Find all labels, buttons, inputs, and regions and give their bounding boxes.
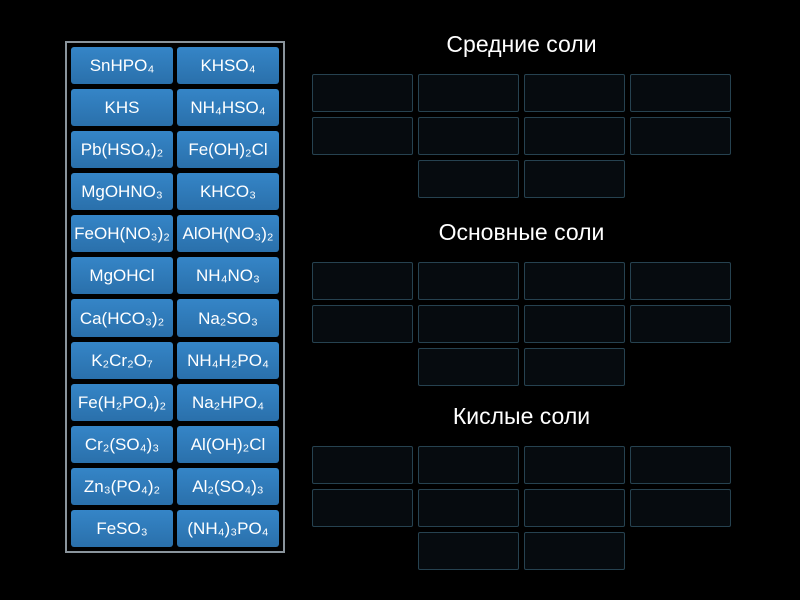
drop-slot[interactable] xyxy=(524,74,625,112)
drop-slot[interactable] xyxy=(312,446,413,484)
formula-tile[interactable]: KHSO₄ xyxy=(177,47,279,85)
group-section-basic-salts: Основные соли xyxy=(312,218,731,386)
formula-tile[interactable]: KHS xyxy=(71,89,173,127)
group-section-acid-salts: Кислые соли xyxy=(312,402,731,570)
formula-tile[interactable]: K₂Cr₂O₇ xyxy=(71,341,173,379)
formula-tile[interactable]: NH₄NO₃ xyxy=(177,257,279,295)
drop-slot[interactable] xyxy=(524,305,625,343)
drop-zone xyxy=(312,262,731,386)
drop-slot[interactable] xyxy=(630,446,731,484)
drop-slot[interactable] xyxy=(312,489,413,527)
formula-tile[interactable]: Fe(OH)₂Cl xyxy=(177,131,279,169)
formula-tile[interactable]: FeOH(NO₃)₂ xyxy=(71,215,173,253)
formula-tile[interactable]: Na₂HPO₄ xyxy=(177,383,279,421)
drop-slot[interactable] xyxy=(312,262,413,300)
drop-slot[interactable] xyxy=(418,117,519,155)
drop-slot[interactable] xyxy=(418,74,519,112)
formula-tile[interactable]: FeSO₃ xyxy=(71,509,173,547)
drop-slot[interactable] xyxy=(418,489,519,527)
drop-slot[interactable] xyxy=(524,117,625,155)
drop-slot[interactable] xyxy=(418,160,519,198)
drop-slot[interactable] xyxy=(312,74,413,112)
drop-slot[interactable] xyxy=(524,160,625,198)
drop-slot[interactable] xyxy=(524,446,625,484)
drop-zone xyxy=(312,74,731,198)
drop-slot[interactable] xyxy=(630,489,731,527)
formula-tile[interactable]: Al(OH)₂Cl xyxy=(177,425,279,463)
formula-tile[interactable]: Fe(H₂PO₄)₂ xyxy=(71,383,173,421)
formula-tile[interactable]: MgOHNO₃ xyxy=(71,173,173,211)
formula-tile[interactable]: NH₄HSO₄ xyxy=(177,89,279,127)
formula-tile[interactable]: Pb(HSO₄)₂ xyxy=(71,131,173,169)
drop-slot[interactable] xyxy=(418,262,519,300)
drop-zone xyxy=(312,446,731,570)
group-title: Основные соли xyxy=(438,219,605,245)
formula-tile[interactable]: NH₄H₂PO₄ xyxy=(177,341,279,379)
formula-tile[interactable]: Al₂(SO₄)₃ xyxy=(177,467,279,505)
drop-slot[interactable] xyxy=(524,489,625,527)
drop-slot[interactable] xyxy=(312,305,413,343)
formula-tile[interactable]: Cr₂(SO₄)₃ xyxy=(71,425,173,463)
formula-tile[interactable]: Zn₃(PO₄)₂ xyxy=(71,467,173,505)
formula-tile[interactable]: (NH₄)₃PO₄ xyxy=(177,509,279,547)
drop-slot[interactable] xyxy=(418,348,519,386)
drop-slot[interactable] xyxy=(630,305,731,343)
formula-tile[interactable]: KHCO₃ xyxy=(177,173,279,211)
drop-slot[interactable] xyxy=(418,446,519,484)
formula-tile[interactable]: Na₂SO₃ xyxy=(177,299,279,337)
drop-slot[interactable] xyxy=(630,117,731,155)
drop-slot[interactable] xyxy=(630,74,731,112)
drop-slot[interactable] xyxy=(630,262,731,300)
formula-tile[interactable]: SnHPO₄ xyxy=(71,47,173,85)
drop-slot[interactable] xyxy=(418,305,519,343)
drop-slot[interactable] xyxy=(524,262,625,300)
drop-slot[interactable] xyxy=(524,348,625,386)
group-title: Средние соли xyxy=(446,31,597,57)
formula-tile[interactable]: AlOH(NO₃)₂ xyxy=(177,215,279,253)
formula-tile[interactable]: Ca(HCO₃)₂ xyxy=(71,299,173,337)
formula-tile[interactable]: MgOHCl xyxy=(71,257,173,295)
drop-slot[interactable] xyxy=(312,117,413,155)
drop-slot[interactable] xyxy=(524,532,625,570)
tile-bank: SnHPO₄ KHSO₄ KHS NH₄HSO₄ Pb(HSO₄)₂ Fe(OH… xyxy=(65,41,285,553)
drop-slot[interactable] xyxy=(418,532,519,570)
group-title: Кислые соли xyxy=(452,403,591,429)
group-section-medium-salts: Средние соли xyxy=(312,30,731,198)
